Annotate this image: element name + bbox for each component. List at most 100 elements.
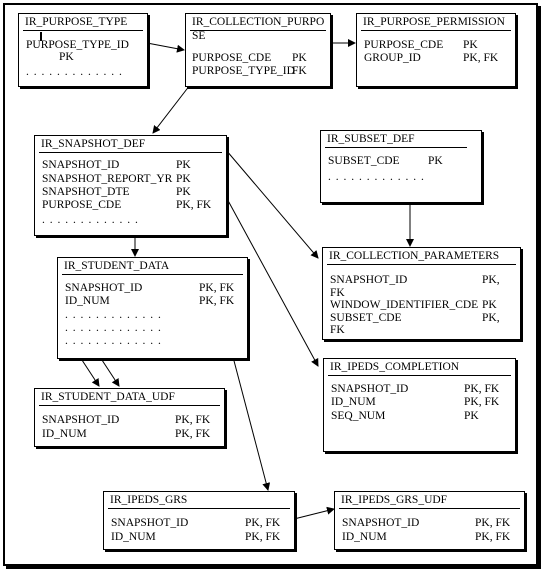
entity-snapshot-def: IR_SNAPSHOT_DEF SNAPSHOT_ID PK SNAPSHOT_…: [34, 135, 227, 236]
header-divider: [108, 508, 290, 509]
field-name: SUBSET_CDE: [328, 155, 400, 167]
field-name: PURPOSE_CDE: [364, 39, 444, 51]
more-fields-ellipsis: . . . . . . . . . . . . .: [328, 171, 425, 183]
entity-student-data-udf: IR_STUDENT_DATA_UDF SNAPSHOT_ID PK, FK I…: [34, 388, 225, 447]
field-name: WINDOW_IDENTIFIER_CDE: [330, 299, 479, 311]
field-key: PK, FK: [176, 199, 212, 211]
field-name: ID_NUM: [331, 396, 376, 408]
field-key: PK, FK: [464, 396, 500, 408]
field-key: PK: [176, 159, 191, 171]
field-key: PK,: [482, 274, 500, 286]
entity-title: IR_IPEDS_GRS_UDF: [341, 494, 448, 506]
field-name: SNAPSHOT_ID: [42, 159, 120, 171]
header-divider: [39, 405, 220, 406]
link-collection-purpose-to-snapshot-def: [152, 84, 191, 134]
field-name: SNAPSHOT_ID: [65, 282, 143, 294]
field-name: ID_NUM: [342, 531, 387, 543]
cursor-mark: [40, 32, 42, 41]
link-student-data-to-ipeds-grs: [232, 356, 271, 491]
field-key: PK, FK: [245, 531, 281, 543]
entity-ipeds-grs: IR_IPEDS_GRS SNAPSHOT_ID PK, FK ID_NUM P…: [103, 491, 295, 550]
header-divider: [328, 375, 511, 376]
entity-title: IR_STUDENT_DATA_UDF: [41, 391, 175, 403]
entity-ipeds-completion: IR_IPEDS_COMPLETION SNAPSHOT_ID PK, FK I…: [323, 358, 516, 452]
field-name: PURPOSE_CDE: [192, 52, 272, 64]
entity-title: IR_IPEDS_GRS: [110, 494, 188, 506]
field-name: SNAPSHOT_ID: [111, 517, 189, 529]
entity-title: IR_SNAPSHOT_DEF: [41, 138, 146, 150]
entity-collection-parameters: IR_COLLECTION_PARAMETERS SNAPSHOT_ID PK,…: [322, 247, 521, 340]
field-name: SNAPSHOT_ID: [42, 414, 120, 426]
entity-title: IR_SUBSET_DEF: [327, 133, 415, 145]
entity-subset-def: IR_SUBSET_DEF SUBSET_CDE PK . . . . . . …: [320, 130, 482, 203]
entity-ipeds-grs-udf: IR_IPEDS_GRS_UDF SNAPSHOT_ID PK, FK ID_N…: [334, 491, 525, 550]
field-key: PK: [59, 51, 74, 63]
more-fields-ellipsis: . . . . . . . . . . . . .: [65, 322, 162, 334]
entity-purpose-type: IR_PURPOSE_TYPE PURPOSE_TYPE_ID PK . . .…: [18, 13, 148, 87]
field-name: PURPOSE_TYPE_ID: [26, 39, 129, 51]
more-fields-ellipsis: . . . . . . . . . . . . .: [26, 66, 123, 78]
entity-title: IR_PURPOSE_TYPE: [25, 16, 128, 28]
field-key: PK, FK: [464, 383, 500, 395]
header-divider: [39, 152, 222, 153]
field-key: PK,: [482, 312, 500, 324]
field-key: PK, FK: [199, 295, 235, 307]
field-key: PK: [482, 299, 497, 311]
field-name: ID_NUM: [65, 295, 110, 307]
field-name: SNAPSHOT_DTE: [42, 186, 130, 198]
field-name: GROUP_ID: [364, 52, 421, 64]
field-name: SUBSET_CDE: [330, 312, 402, 324]
field-name: FK: [330, 324, 345, 336]
entity-purpose-permission: IR_PURPOSE_PERMISSION PURPOSE_CDE PK GRO…: [356, 13, 516, 87]
header-divider: [190, 30, 326, 31]
link-student-data-to-udf-a: [79, 356, 100, 387]
field-name: SNAPSHOT_ID: [331, 383, 409, 395]
entity-title: IR_STUDENT_DATA: [64, 260, 170, 272]
field-key: PK: [292, 52, 307, 64]
field-name: PURPOSE_CDE: [42, 199, 122, 211]
header-divider: [62, 274, 243, 275]
field-key: PK: [428, 155, 443, 167]
field-key: PK: [463, 39, 478, 51]
entity-title: IR_COLLECTION_PURPO: [192, 16, 325, 28]
more-fields-ellipsis: . . . . . . . . . . . . .: [65, 309, 162, 321]
link-student-data-to-udf-b: [99, 356, 120, 387]
header-divider: [23, 30, 143, 31]
field-name: ID_NUM: [42, 428, 87, 440]
header-divider: [339, 508, 520, 509]
entity-title-continued: SE: [192, 30, 206, 42]
field-name: PURPOSE_TYPE_ID: [192, 65, 295, 77]
field-key: PK, FK: [175, 414, 211, 426]
entity-student-data: IR_STUDENT_DATA SNAPSHOT_ID PK, FK ID_NU…: [57, 257, 248, 359]
field-name: SNAPSHOT_ID: [330, 274, 408, 286]
header-divider: [325, 147, 467, 148]
field-key: PK, FK: [463, 52, 499, 64]
more-fields-ellipsis: . . . . . . . . . . . . .: [42, 214, 139, 226]
field-key: PK, FK: [475, 517, 511, 529]
entity-collection-purpose: IR_COLLECTION_PURPO SE PURPOSE_CDE PK PU…: [185, 13, 331, 87]
header-divider: [361, 30, 511, 31]
field-name: SEQ_NUM: [331, 410, 386, 422]
link-snapshot-def-to-ipeds-completion: [224, 194, 319, 367]
field-key: PK: [176, 173, 191, 185]
header-divider: [327, 264, 516, 265]
field-name: ID_NUM: [111, 531, 156, 543]
field-name: SNAPSHOT_ID: [342, 517, 420, 529]
field-key: PK, FK: [245, 517, 281, 529]
field-name: FK: [330, 287, 345, 299]
field-key: PK, FK: [175, 428, 211, 440]
link-purpose-type-to-collection-purpose: [146, 42, 185, 53]
field-key: PK, FK: [475, 531, 511, 543]
entity-title: IR_COLLECTION_PARAMETERS: [329, 250, 500, 262]
field-name: SNAPSHOT_REPORT_YR: [42, 173, 173, 185]
entity-title: IR_IPEDS_COMPLETION: [330, 361, 460, 373]
link-snapshot-def-to-collection-parameters: [225, 149, 319, 259]
field-key: PK: [464, 410, 479, 422]
field-key: PK, FK: [199, 282, 235, 294]
field-key: PK: [176, 186, 191, 198]
more-fields-ellipsis: . . . . . . . . . . . . .: [65, 335, 162, 347]
field-key: FK: [292, 65, 307, 77]
link-ipeds-grs-to-udf: [293, 506, 335, 520]
entity-title: IR_PURPOSE_PERMISSION: [363, 16, 505, 28]
